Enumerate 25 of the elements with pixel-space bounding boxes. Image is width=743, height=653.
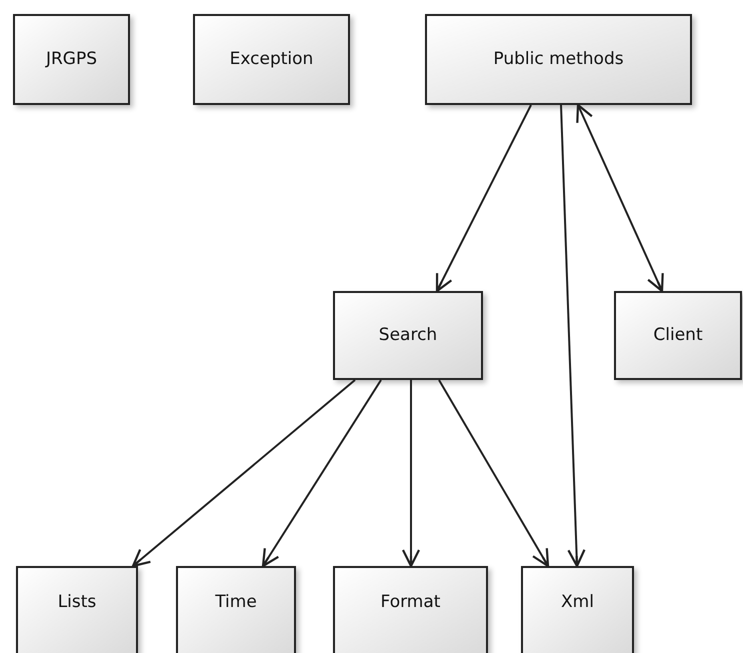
module-box [333,566,488,653]
module-label: Client [653,324,703,347]
module-label: Format [380,591,440,614]
module-box [521,566,634,653]
module-label: Public methods [493,48,624,71]
module-label: Xml [561,591,594,614]
module-box [16,566,138,653]
module-label: Lists [58,591,96,614]
arrow [576,104,664,292]
arrow [262,379,382,568]
arrow [438,380,550,568]
module-box [176,566,296,653]
module-box [425,14,692,105]
module-label: JRGPS [46,48,98,71]
module-label: Time [215,591,257,614]
module-box [13,14,130,105]
arrow [560,104,586,568]
module-label: Exception [230,48,314,71]
module-box [193,14,350,105]
module-label: Search [378,324,438,347]
module-box [333,291,483,380]
arrow [402,380,420,568]
arrow [436,104,532,292]
arrow [132,379,356,568]
module-box [614,291,742,380]
